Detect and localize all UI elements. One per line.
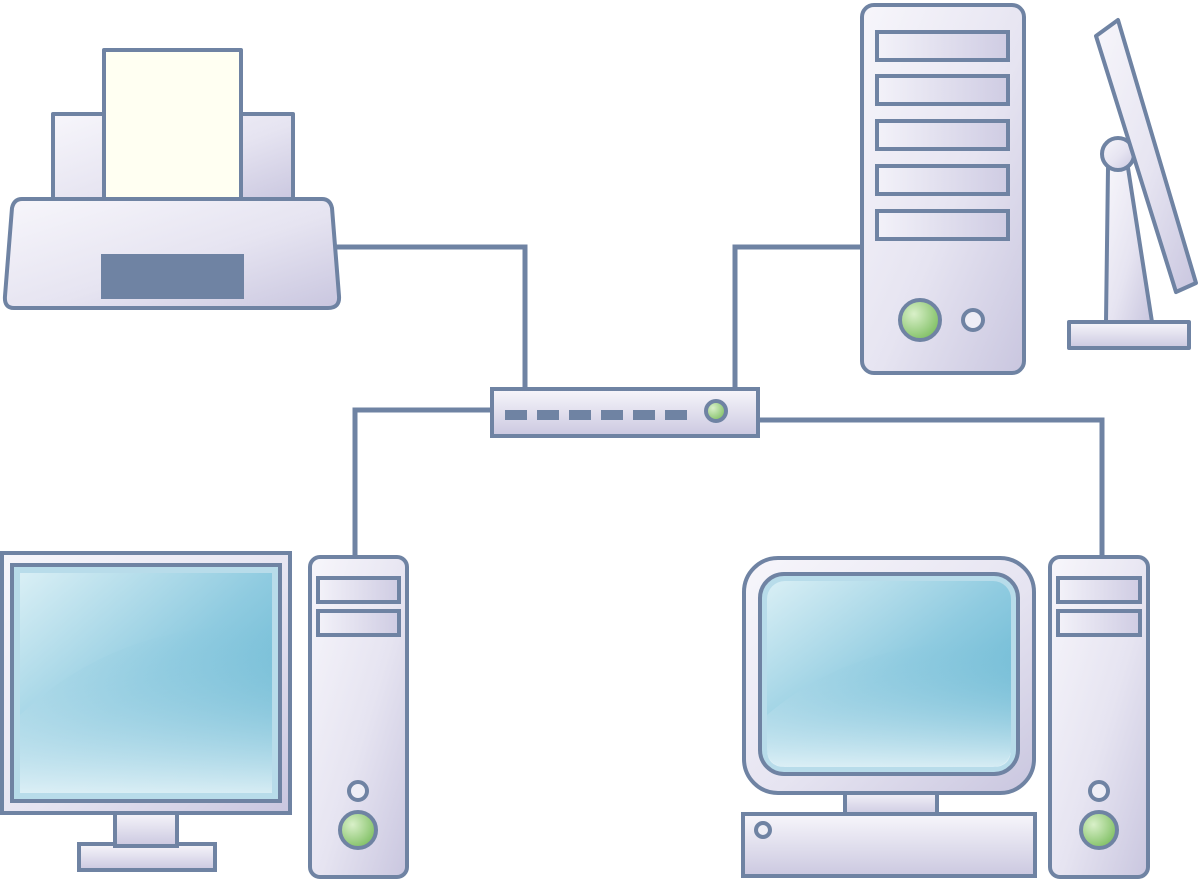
switch-port [601, 410, 623, 420]
slim-tower-right-icon [1048, 555, 1150, 879]
drive-bay [875, 74, 1010, 106]
power-button [898, 298, 942, 342]
drive-bay [1056, 576, 1142, 604]
drive-bay [316, 576, 401, 604]
switch-ports [505, 410, 687, 420]
power-button [1079, 810, 1119, 850]
desktop-base-button [754, 821, 772, 839]
drive-bay [875, 119, 1010, 151]
lcd-monitor-icon [0, 551, 292, 872]
reset-button [347, 780, 369, 802]
slim-tower-left-icon [308, 555, 409, 879]
drive-bay [875, 209, 1010, 241]
switch-port [505, 410, 527, 420]
cable-lcd-desktop-to-hub [352, 407, 492, 557]
desktop-base-unit [741, 812, 1037, 878]
crt-monitor-icon [741, 556, 1037, 878]
reset-button [1088, 780, 1110, 802]
printer-paper [102, 48, 243, 202]
switch-port [537, 410, 559, 420]
power-button [338, 810, 378, 850]
switch-port [665, 410, 687, 420]
switch-power-button [704, 399, 728, 423]
cable-server-to-hub [732, 244, 862, 390]
side-monitor-icon [1067, 18, 1198, 350]
lcd-screen-glare [20, 624, 272, 793]
server-tower-icon [860, 3, 1026, 375]
drive-bay [1056, 609, 1142, 637]
printer-icon [2, 48, 342, 310]
network-cables [334, 244, 1105, 557]
drive-bay [875, 30, 1010, 62]
lcd-stand-neck [113, 810, 179, 848]
printer-body [2, 197, 342, 310]
switch-port [633, 410, 655, 420]
cable-crt-desktop-to-hub [758, 417, 1105, 557]
monitor-panel [1094, 18, 1198, 294]
monitor-base [1067, 320, 1191, 350]
cable-printer-to-hub [334, 244, 528, 390]
network-switch-icon [490, 387, 760, 438]
crt-screen-glare [767, 639, 1011, 767]
reset-button [961, 308, 985, 332]
switch-port [569, 410, 591, 420]
drive-bay [875, 164, 1010, 196]
printer-output-slot [101, 254, 244, 299]
lcd-stand-base [77, 842, 217, 872]
drive-bay [316, 609, 401, 637]
